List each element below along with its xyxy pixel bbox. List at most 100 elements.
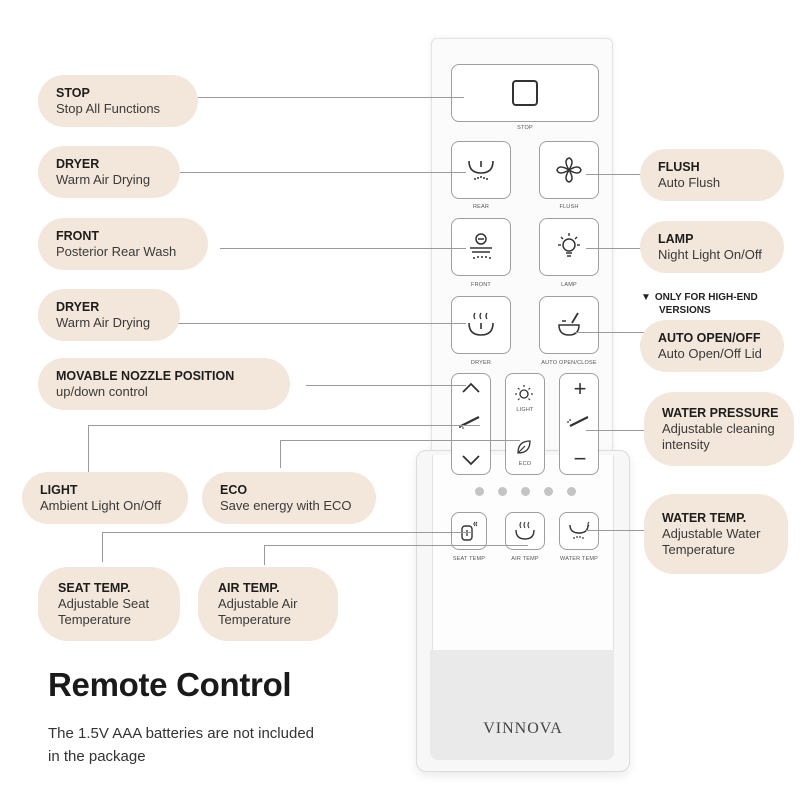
label-dryer: DRYER Warm Air Drying (38, 289, 180, 341)
label-title: DRYER (56, 157, 100, 171)
label-title: FLUSH (658, 160, 700, 174)
stop-button[interactable] (451, 64, 599, 122)
label-subtitle: Auto Flush (658, 175, 721, 190)
nozzle-icon (457, 414, 485, 430)
label-auto-open: AUTO OPEN/OFF Auto Open/Off Lid (640, 320, 784, 372)
label-title: WATER TEMP. (662, 511, 747, 525)
connector-line (574, 332, 644, 333)
high-end-note: ▼ONLY FOR HIGH-END VERSIONS (641, 291, 758, 317)
front-wash-button[interactable] (451, 218, 511, 276)
level-indicator-dot (567, 487, 576, 496)
front-wash-icon (470, 233, 492, 259)
battery-note-line2: in the package (48, 748, 146, 765)
triangle-down-icon: ▼ (641, 292, 651, 303)
remote-holder-bottom (430, 650, 614, 760)
nozzle-down-button[interactable] (459, 452, 483, 468)
auto-open-close-button[interactable] (539, 296, 599, 354)
air-temp-icon (515, 521, 535, 540)
leaf-icon (517, 440, 531, 454)
connector-line (170, 323, 466, 324)
label-lamp: LAMP Night Light On/Off (640, 221, 784, 273)
label-subtitle: Night Light On/Off (658, 247, 762, 262)
battery-note-line1: The 1.5V AAA batteries are not included (48, 725, 315, 742)
level-indicator-dot (521, 487, 530, 496)
level-indicator-dot (544, 487, 553, 496)
connector-line (280, 440, 520, 441)
rear-caption: REAR (472, 204, 490, 210)
connector-line (88, 425, 480, 426)
label-title: AIR TEMP. (218, 581, 280, 595)
label-seat-temp: SEAT TEMP. Adjustable Seat Temperature (38, 567, 180, 641)
light-caption: LIGHT (516, 407, 534, 413)
flush-button[interactable] (539, 141, 599, 199)
eco-caption: ECO (518, 461, 532, 467)
eco-button[interactable] (514, 437, 534, 457)
label-title: ECO (220, 483, 248, 497)
label-title: SEAT TEMP. (58, 581, 131, 595)
label-title: DRYER (56, 300, 100, 314)
label-subtitle: Adjustable Air (218, 596, 298, 611)
connector-line (170, 172, 466, 173)
pressure-minus-button[interactable]: − (573, 446, 587, 471)
nozzle-up-button[interactable] (459, 380, 483, 396)
stop-caption: STOP (517, 125, 533, 131)
rear-wash-button[interactable] (451, 141, 511, 199)
label-subtitle: Warm Air Drying (56, 172, 151, 187)
label-subtitle: Ambient Light On/Off (40, 498, 162, 513)
connector-line (264, 545, 528, 546)
label-water-pressure: WATER PRESSURE Adjustable cleaning inten… (644, 392, 794, 466)
level-indicator-dot (498, 487, 507, 496)
connector-line (220, 248, 466, 249)
lamp-button[interactable] (539, 218, 599, 276)
nozzle-position-control (451, 373, 491, 475)
connector-line (264, 545, 265, 565)
stop-icon (512, 80, 538, 106)
page-title: Remote Control (48, 666, 292, 703)
connector-line (198, 97, 464, 98)
label-title: FRONT (56, 229, 100, 243)
rear-wash-icon (468, 160, 494, 180)
label-title: MOVABLE NOZZLE POSITION (56, 369, 235, 383)
label-title: AUTO OPEN/OFF (658, 331, 761, 345)
label-nozzle: MOVABLE NOZZLE POSITION up/down control (38, 358, 290, 410)
label-subtitle: Temperature (58, 612, 131, 627)
label-subtitle: Temperature (662, 542, 735, 557)
seat-temp-button[interactable] (451, 512, 487, 550)
front-caption: FRONT (471, 282, 491, 288)
connector-line (586, 248, 644, 249)
dryer-caption: DRYER (470, 360, 492, 366)
seat-temp-caption: SEAT TEMP (452, 556, 486, 562)
brand-logo: VINNOVA (483, 720, 563, 737)
connector-line (280, 440, 281, 468)
air-temp-button[interactable] (505, 512, 545, 550)
label-front: FRONT Posterior Rear Wash (38, 218, 208, 270)
connector-line (102, 532, 472, 533)
label-subtitle: Warm Air Drying (56, 315, 151, 330)
label-title: LIGHT (40, 483, 78, 497)
water-temp-button[interactable] (559, 512, 599, 550)
dryer-icon (468, 312, 494, 336)
label-air-temp: AIR TEMP. Adjustable Air Temperature (198, 567, 338, 641)
label-subtitle: intensity (662, 437, 710, 452)
connector-line (586, 430, 644, 431)
connector-line (88, 425, 89, 475)
dryer-button[interactable] (451, 296, 511, 354)
label-subtitle: Temperature (218, 612, 291, 627)
label-subtitle: Adjustable cleaning (662, 421, 775, 436)
auto-open-close-caption: AUTO OPEN/CLOSE (541, 360, 597, 366)
label-subtitle: Adjustable Water (662, 526, 761, 541)
air-temp-caption: AIR TEMP (511, 556, 539, 562)
flush-caption: FLUSH (559, 204, 579, 210)
label-subtitle: Adjustable Seat (58, 596, 150, 611)
label-dryer-rear: DRYER Warm Air Drying (38, 146, 180, 198)
pressure-plus-button[interactable]: + (573, 376, 587, 401)
battery-note: The 1.5V AAA batteries are not included … (48, 722, 314, 768)
water-temp-caption: WATER TEMP (560, 556, 598, 562)
connector-line (102, 532, 103, 562)
high-end-note-line2: VERSIONS (659, 305, 711, 316)
light-button[interactable] (512, 384, 536, 404)
water-temp-icon (569, 521, 590, 539)
label-title: STOP (56, 86, 90, 100)
sun-icon (515, 385, 533, 401)
flush-icon (556, 157, 582, 183)
